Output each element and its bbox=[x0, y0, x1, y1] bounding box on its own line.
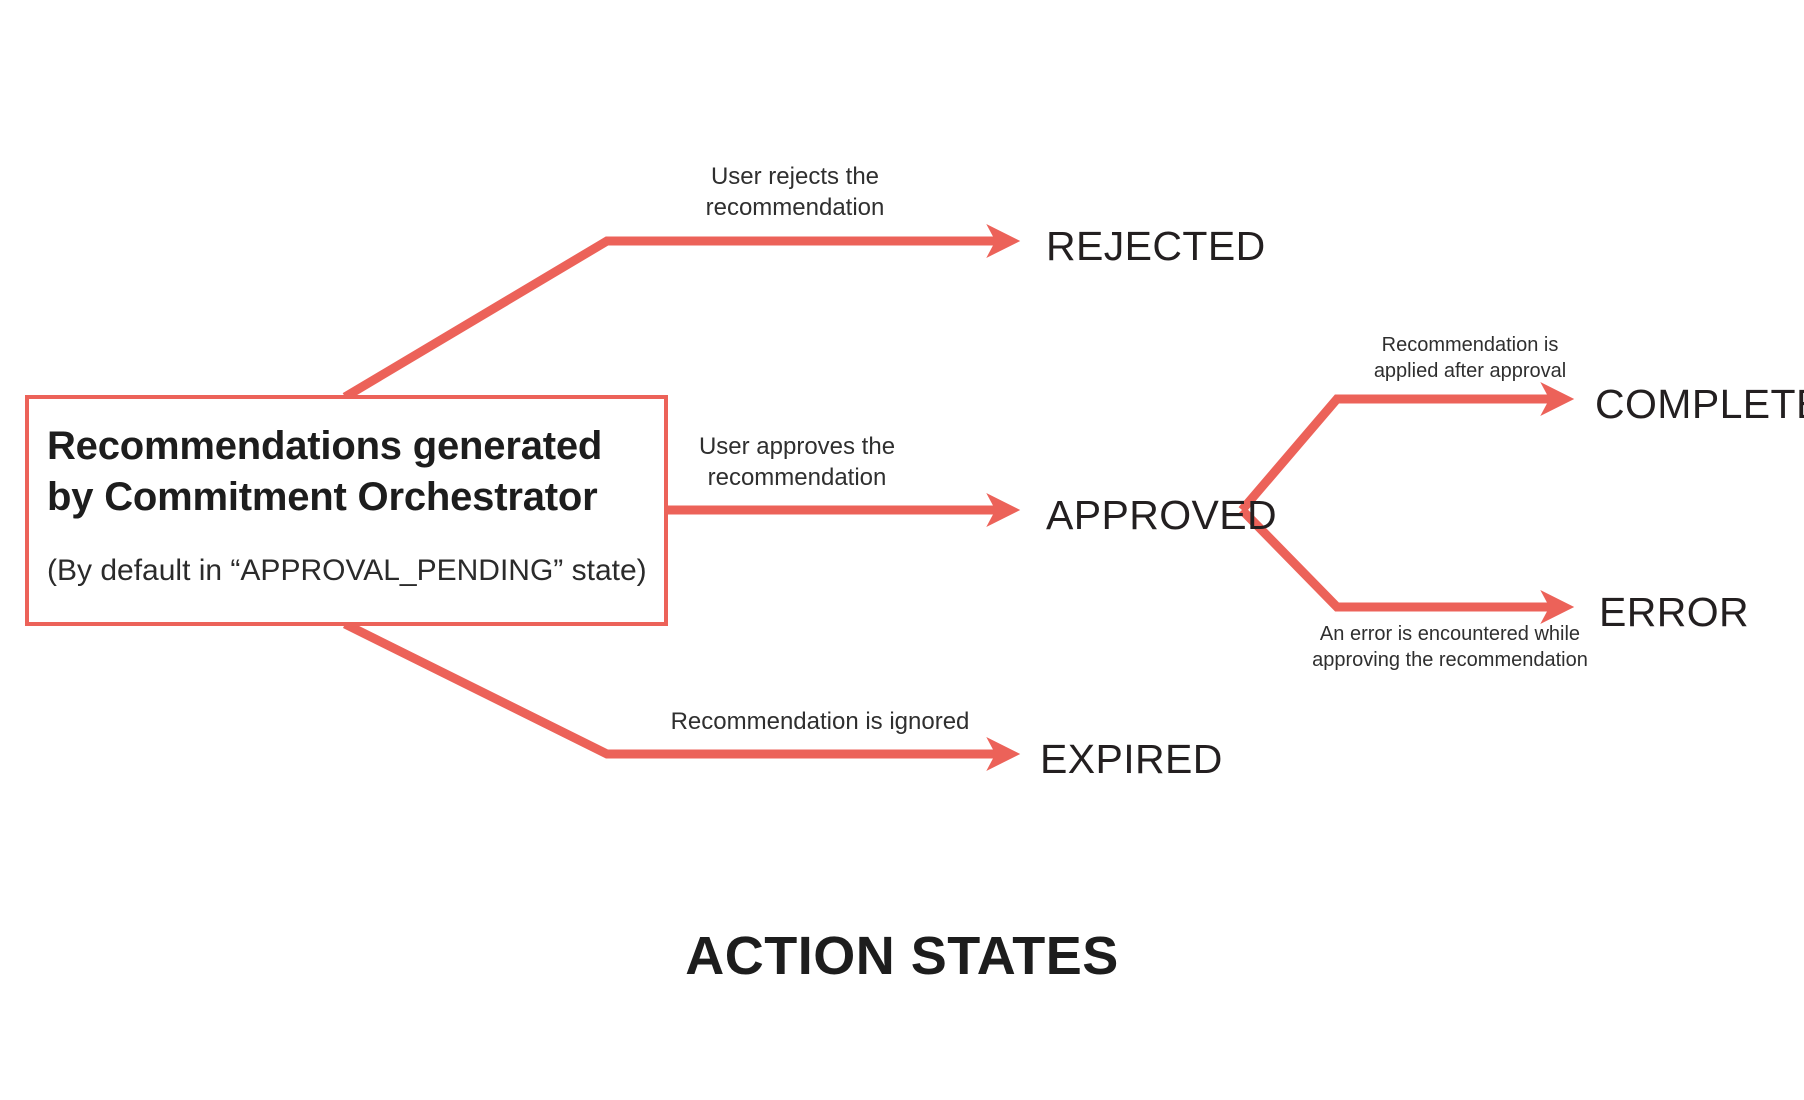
edge-to-error bbox=[1238, 506, 1575, 624]
state-rejected: REJECTED bbox=[1046, 223, 1266, 269]
edge-label-to-approved: User approves the recommendation bbox=[698, 433, 896, 491]
edge-label-to-error: An error is encountered while approving … bbox=[1312, 623, 1588, 671]
state-error: ERROR bbox=[1599, 589, 1750, 635]
edge-label-to-completed: Recommendation is applied after approval bbox=[1373, 334, 1567, 382]
source-node-title: Recommendations generated by Commitment … bbox=[47, 424, 603, 520]
source-node: Recommendations generated by Commitment … bbox=[25, 395, 668, 626]
state-approved: APPROVED bbox=[1046, 492, 1278, 538]
state-expired: EXPIRED bbox=[1040, 736, 1223, 782]
diagram-caption: ACTION STATES bbox=[685, 926, 1119, 986]
edge-to-completed bbox=[1238, 382, 1575, 513]
source-node-subtitle: (By default in “APPROVAL_PENDING” state) bbox=[47, 554, 647, 588]
state-completed: COMPLETED bbox=[1595, 381, 1804, 427]
edge-label-to-rejected: User rejects the recommendation bbox=[705, 163, 885, 221]
edge-label-to-expired: Recommendation is ignored bbox=[670, 708, 970, 735]
edge-to-rejected bbox=[342, 224, 1021, 401]
